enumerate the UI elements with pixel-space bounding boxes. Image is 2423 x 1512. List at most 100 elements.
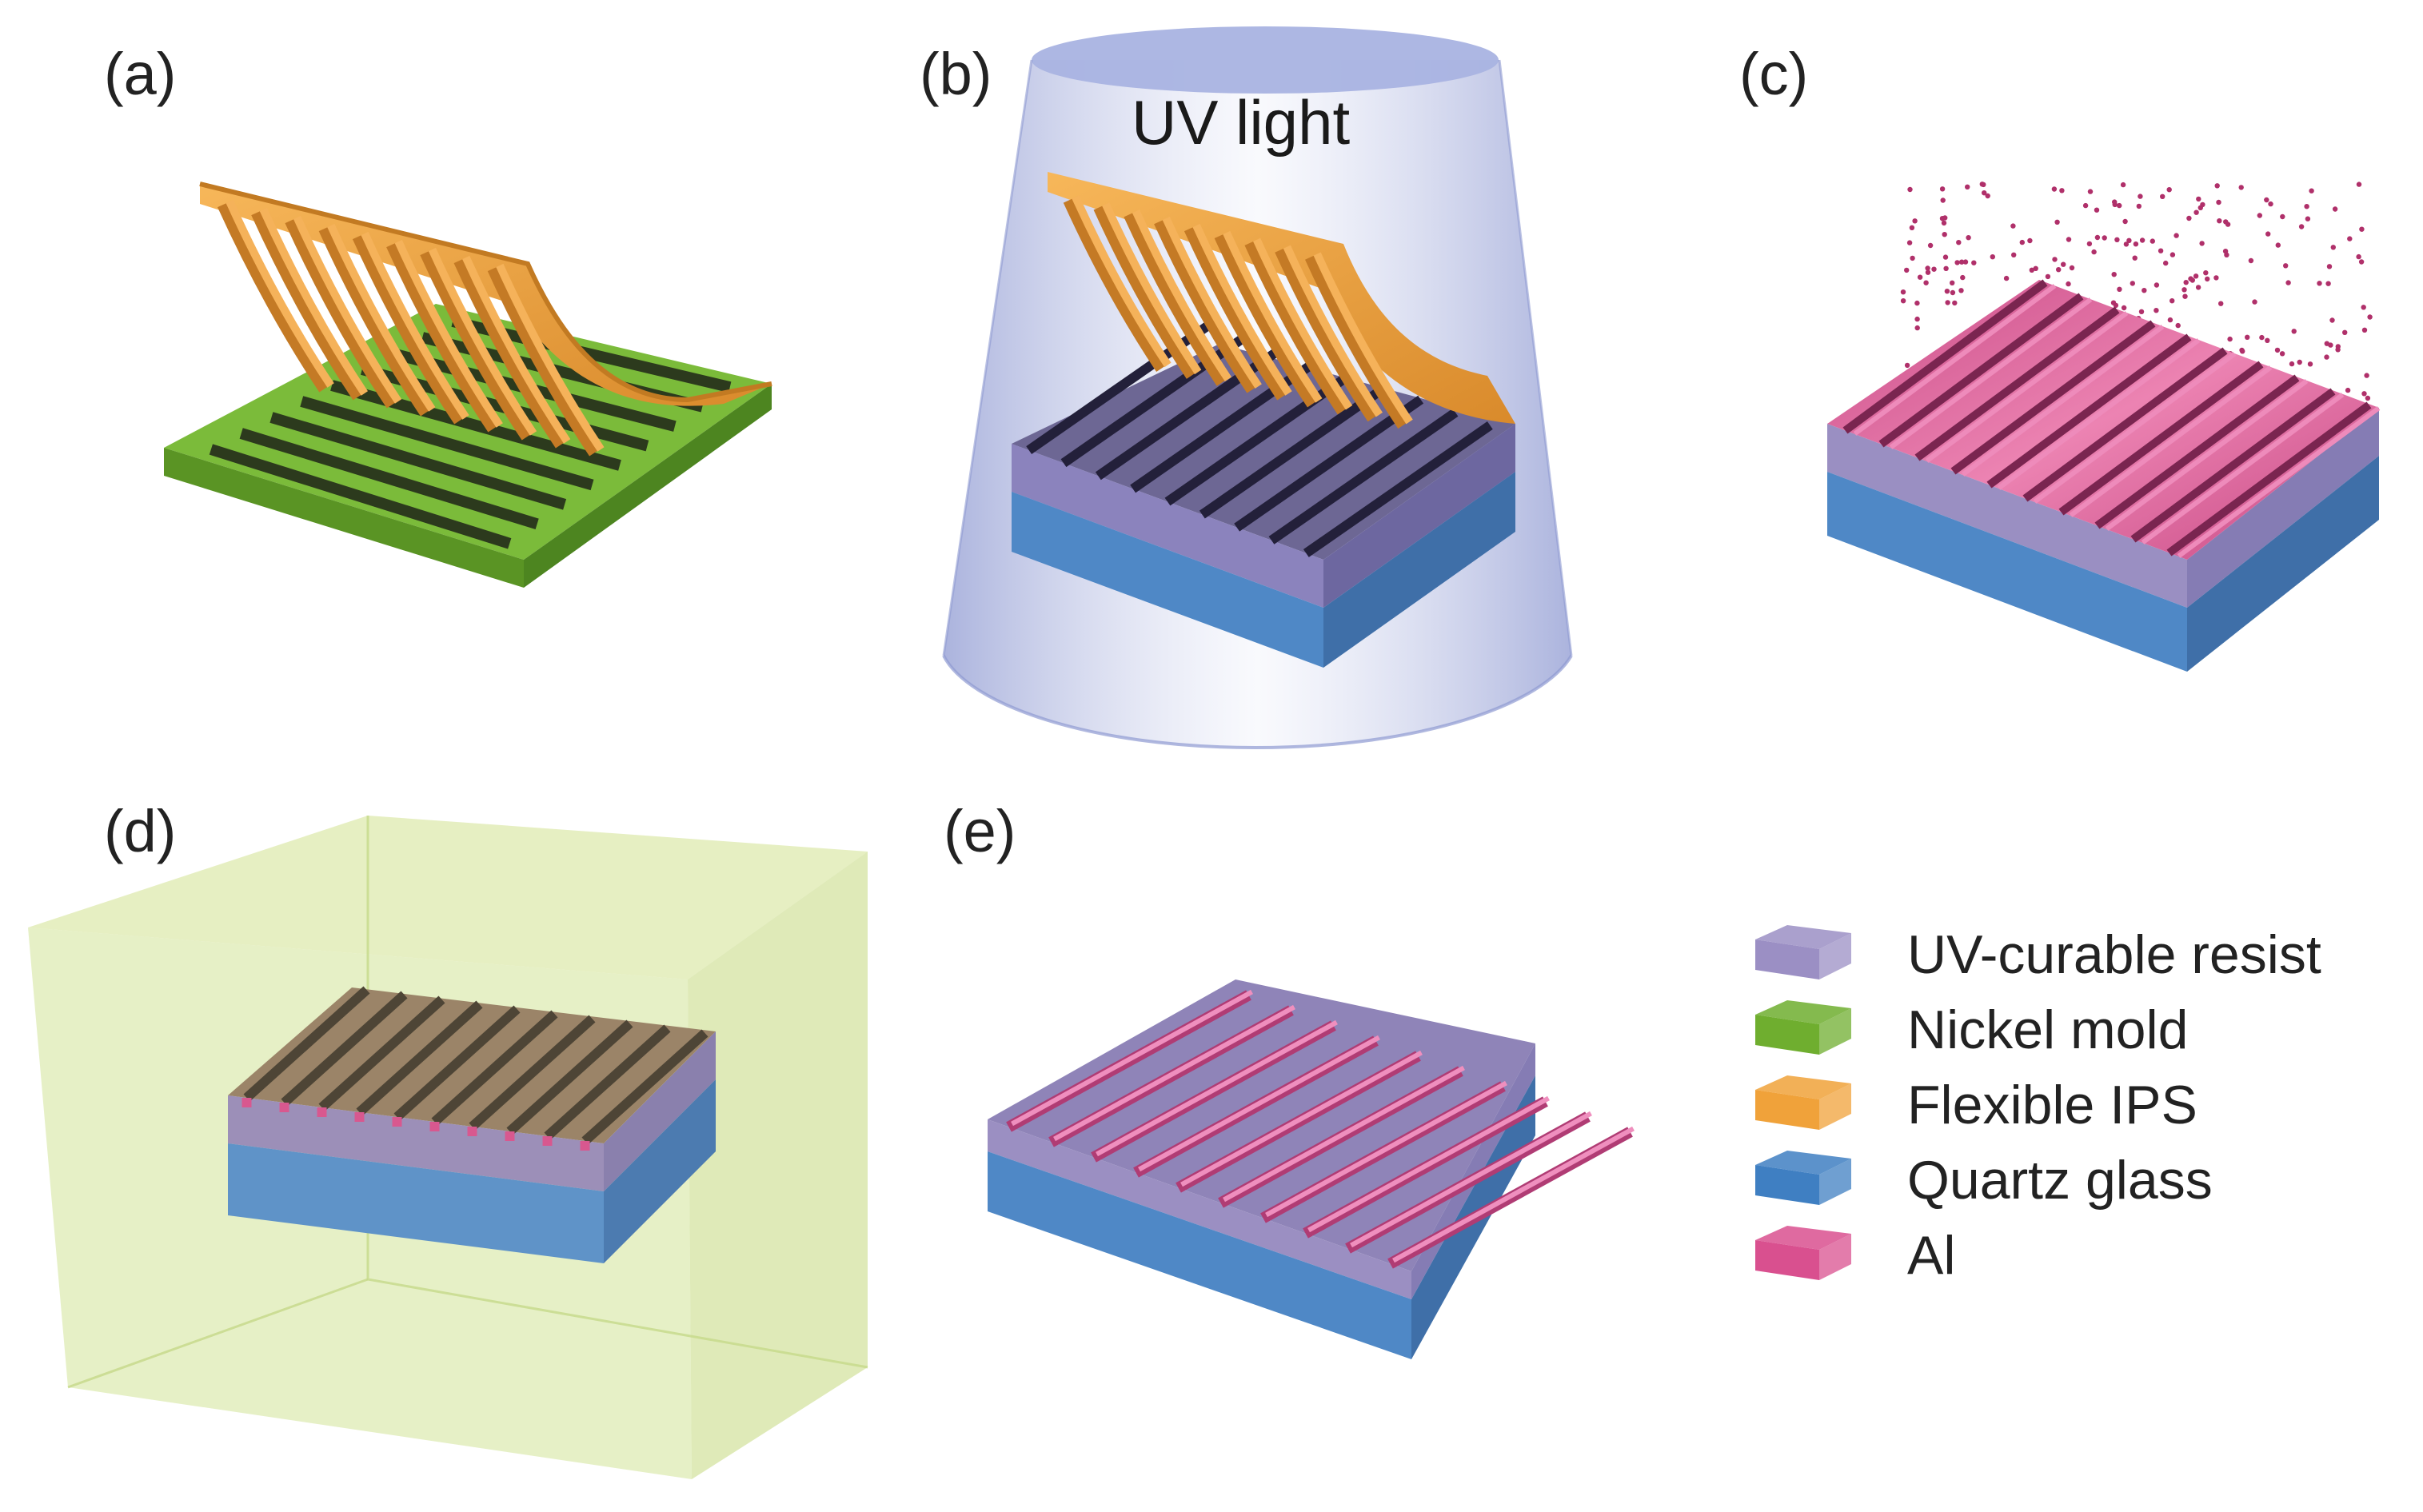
ips-tooth	[318, 224, 434, 417]
ips-tooth	[386, 240, 502, 433]
al-particle	[1959, 259, 1965, 265]
ips-tooth-highlight	[1283, 245, 1383, 417]
resist-groove	[1130, 357, 1320, 493]
ips-tooth-highlight	[1072, 195, 1172, 368]
ips-tooth-highlight	[327, 223, 436, 412]
al-particle	[2110, 300, 2117, 305]
legend-swatch-front	[1755, 1240, 1819, 1280]
resist-groove	[1268, 408, 1459, 545]
al-particle	[2033, 265, 2038, 271]
al-particle	[2199, 241, 2205, 246]
al-particle	[2285, 280, 2291, 285]
al-line	[2177, 406, 2381, 558]
flexible-ips-b	[1048, 172, 1515, 429]
al-particle	[1914, 316, 1920, 322]
al-particle	[1944, 289, 1950, 294]
al-particle	[2347, 236, 2353, 241]
panel-d: (d)	[28, 798, 868, 1479]
al-particle	[2142, 288, 2147, 293]
ips-tooth	[1214, 231, 1321, 408]
ips-tooth	[1124, 210, 1231, 386]
al-particle	[1925, 269, 1931, 275]
al-particle	[2356, 182, 2362, 187]
al-particle	[1982, 190, 1987, 196]
al-particle	[1940, 197, 1946, 203]
al-particle	[2056, 267, 2062, 273]
al-particle	[2082, 202, 2089, 209]
al-particle	[1950, 280, 1955, 285]
mold-groove	[209, 444, 512, 549]
al-particle	[1958, 288, 1964, 293]
al-particle	[1925, 265, 1930, 271]
legend-swatch-front	[1755, 940, 1819, 979]
al-line	[2069, 365, 2273, 517]
panel-e: (e)	[944, 798, 1635, 1359]
resist-groove	[1164, 369, 1355, 506]
al-particle	[2203, 270, 2209, 276]
al-particle	[1923, 280, 1929, 285]
mold-groove	[300, 396, 594, 491]
legend-swatch-front	[1755, 1165, 1819, 1205]
ips-tooth-highlight	[361, 231, 469, 420]
ips-tooth	[487, 264, 603, 457]
legend-item: Nickel mold	[1755, 999, 2188, 1060]
etched-groove	[281, 991, 408, 1107]
legend-item: Quartz glass	[1755, 1150, 2213, 1211]
al-particle	[2193, 209, 2199, 215]
al-wire-highlight	[1392, 1126, 1635, 1263]
panel-a: (a)	[104, 41, 772, 588]
al-particle	[2239, 347, 2245, 353]
al-particle	[2356, 253, 2361, 260]
al-particle	[2175, 322, 2181, 329]
ips-tooth-highlight	[1313, 252, 1413, 425]
al-line	[1925, 311, 2129, 463]
al-particle	[2193, 273, 2199, 279]
etched-groove	[544, 1024, 671, 1140]
al-particle	[1914, 325, 1920, 331]
al-line-shadow	[2166, 401, 2372, 557]
al-particle	[2297, 359, 2302, 365]
al-particle	[1962, 259, 1969, 265]
panel-b: (b) UV light	[920, 26, 1573, 750]
al-particle	[2252, 299, 2257, 305]
ips-tooth-highlight	[1102, 202, 1202, 375]
substrate-c	[1827, 279, 2381, 672]
al-wire-highlight	[1180, 1050, 1423, 1187]
al-line	[1997, 338, 2201, 490]
flexible-ips-a	[199, 182, 772, 457]
al-particle	[2183, 280, 2189, 285]
panel-c-label: (c)	[1739, 41, 1808, 107]
legend-label: Flexible IPS	[1907, 1075, 2197, 1135]
al-particle	[2213, 275, 2219, 281]
al-particle	[1917, 274, 1923, 280]
al-particle	[2359, 226, 2365, 232]
etched-groove	[581, 1029, 709, 1145]
legend-swatch-side	[1819, 1008, 1851, 1055]
ips-teeth	[1063, 195, 1413, 429]
al-particle	[2166, 187, 2172, 193]
mold-groove	[239, 428, 539, 530]
al-particle	[1945, 300, 1950, 305]
al-particle	[2264, 197, 2269, 203]
al-particle	[2170, 252, 2176, 257]
al-line-shadow	[1914, 306, 2120, 461]
ips-teeth	[218, 199, 605, 457]
ips-tooth-highlight	[1223, 230, 1323, 403]
resist-groove	[1199, 382, 1389, 519]
al-particle	[2225, 221, 2231, 227]
al-particle	[1910, 255, 1915, 261]
legend-swatch-side	[1819, 1234, 1851, 1280]
al-particle	[2291, 329, 2297, 334]
al-particle	[2305, 216, 2311, 221]
ips-tooth-highlight	[259, 207, 368, 396]
ips-tooth	[420, 248, 536, 441]
al-particle	[2238, 185, 2244, 190]
resist-groove	[1234, 395, 1424, 532]
al-particle	[2358, 259, 2365, 265]
al-particle	[1942, 254, 1949, 260]
al-particle	[2045, 273, 2051, 280]
al-particle	[1981, 182, 1986, 188]
al-particle	[1931, 266, 1937, 272]
al-wire-highlight	[1096, 1019, 1338, 1157]
